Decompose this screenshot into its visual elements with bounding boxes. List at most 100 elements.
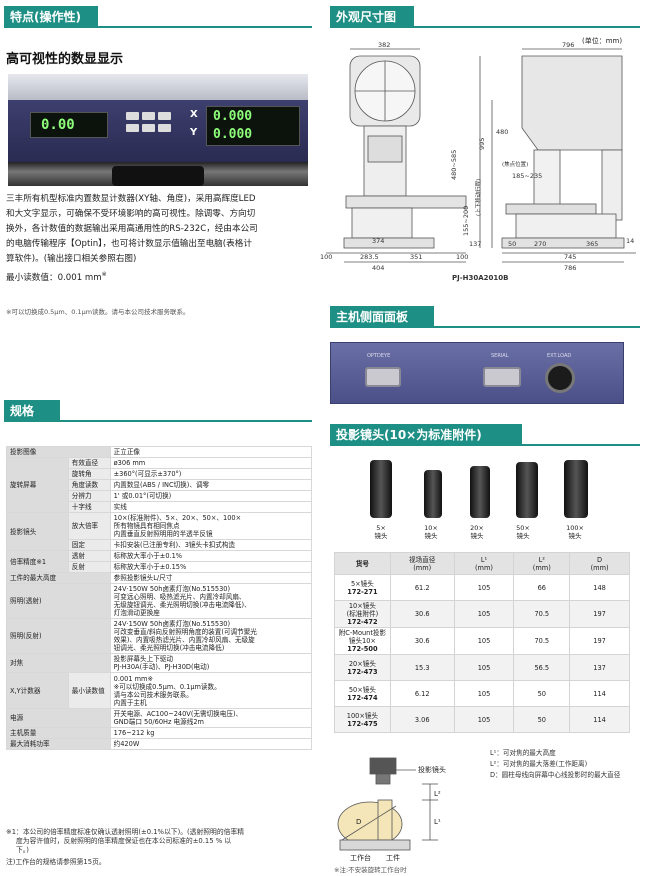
spec-sub-label: 角度读数 bbox=[67, 479, 111, 491]
lens-code: 172-500 bbox=[347, 645, 378, 653]
spec-section-line bbox=[60, 420, 312, 422]
spec-row: 对焦投影屏幕头上下驱动 PJ-H30A(手动)、PJ-H30D(电动) bbox=[6, 653, 313, 673]
lens-code: 172-472 bbox=[347, 618, 378, 626]
dim-270: 270 bbox=[534, 240, 546, 248]
dimensions-model-caption: PJ-H30A2010B bbox=[452, 274, 509, 282]
spec-value: 内置数显(ABS / INC切换)、调零 bbox=[109, 479, 313, 491]
spec-group-label: 旋转屏幕 bbox=[6, 457, 69, 513]
side-panel-section-line bbox=[434, 326, 640, 328]
lens-fov-cell: 6.12 bbox=[389, 680, 455, 707]
lens-l2-cell: 70.5 bbox=[513, 627, 571, 655]
features-section-tab: 特点(操作性) bbox=[4, 6, 98, 28]
lens-d-cell: 114 bbox=[569, 680, 630, 707]
dim-995: 995 bbox=[478, 138, 486, 150]
spec-value: 投影屏幕头上下驱动 PJ-H30A(手动)、PJ-H30D(电动) bbox=[109, 653, 313, 673]
ext-load-port[interactable] bbox=[545, 363, 575, 393]
lens-d-cell: 197 bbox=[569, 600, 630, 628]
lens-l2-cell: 50 bbox=[513, 680, 571, 707]
spec-value: 标称放大率小于±0.1% bbox=[109, 550, 313, 562]
optdeye-port[interactable] bbox=[365, 367, 401, 387]
lens-d-cell: 197 bbox=[569, 627, 630, 655]
spec-value: 24V·150W 50h卤素灯泡(No.515530) 可改变垂直/斜向反射照明… bbox=[109, 618, 313, 654]
spec-group-label: 电源 bbox=[6, 708, 111, 728]
diagram-table-label: 工作台 bbox=[350, 853, 371, 862]
spec-row: 反射标称放大率小于±0.15% bbox=[7, 561, 313, 573]
lens-working-distance-diagram: 投影镜头 L² L¹ D 工作台 工件 bbox=[337, 757, 446, 862]
spec-value: 实线 bbox=[109, 501, 313, 513]
spec-group-label: 投影镜头 bbox=[6, 512, 69, 551]
min-reading-mark: ※ bbox=[101, 271, 107, 278]
counter-button[interactable] bbox=[126, 124, 139, 132]
counter-button[interactable] bbox=[158, 112, 171, 120]
counter-angle-readout: 0.00 bbox=[41, 117, 75, 133]
dim-283-5: 283.5 bbox=[360, 253, 379, 261]
lens-table-header: D (mm) bbox=[569, 552, 630, 575]
counter-y-label: Y bbox=[190, 127, 198, 138]
lens-name: 100×镜头 bbox=[346, 711, 379, 720]
diagram-work-label: 工件 bbox=[386, 853, 400, 862]
dim-404: 404 bbox=[372, 264, 384, 272]
spec-row: 工件的最大高度参照投影镜头L/尺寸 bbox=[6, 572, 313, 584]
lens-code: 172-271 bbox=[347, 587, 378, 596]
spec-group-label: 工件的最大高度 bbox=[6, 572, 111, 584]
lens-name: 10×镜头 (标准附件) bbox=[346, 602, 379, 618]
spec-value: ø306 mm bbox=[109, 457, 313, 469]
side-panel-section-tab: 主机侧面面板 bbox=[330, 306, 434, 328]
spec-group-label: 对焦 bbox=[6, 653, 111, 673]
lens-fov-cell: 3.06 bbox=[389, 706, 455, 733]
spec-value: 10×(标准附件)、5×、20×、50×、100× 所有物镜具有相同焦点 内置垂… bbox=[109, 512, 313, 540]
dimensions-section-tab: 外观尺寸图 bbox=[330, 6, 414, 28]
dim-100-right: 100 bbox=[456, 253, 468, 261]
spec-value: 0.001 mm※ ※可以切换成0.5μm、0.1μm读数。 请与本公司技术服务… bbox=[109, 672, 313, 709]
lens-caption-5x: 5×镜头 bbox=[374, 524, 388, 540]
dimensions-section-line bbox=[414, 26, 640, 28]
lens-l1-cell: 105 bbox=[453, 627, 515, 655]
features-body: 三丰所有机型标准内置数显计数器(XY轴、角度)，采用高辉度LED 和大文字显示，… bbox=[6, 194, 258, 283]
lens-l2-cell: 70.5 bbox=[513, 600, 571, 628]
spec-row: 照明(反射)24V·150W 50h卤素灯泡(No.515530) 可改变垂直/… bbox=[6, 618, 313, 654]
counter-button[interactable] bbox=[142, 112, 155, 120]
features-heading: 高可视性的数显显示 bbox=[6, 52, 124, 67]
serial-port[interactable] bbox=[483, 367, 521, 387]
dim-745: 745 bbox=[564, 253, 576, 261]
counter-button[interactable] bbox=[126, 112, 139, 120]
spec-value: 标称放大率小于±0.15% bbox=[109, 561, 313, 573]
lens-photo-5x bbox=[370, 460, 392, 518]
dim-155-200: 155~200 bbox=[462, 206, 470, 236]
lens-photo-20x bbox=[470, 466, 490, 518]
lens-code: 172-474 bbox=[347, 693, 378, 702]
lens-section-tab: 投影镜头(10×为标准附件) bbox=[330, 424, 522, 446]
lens-l1-cell: 105 bbox=[453, 600, 515, 628]
counter-display-photo: 0.00 0.000 0.000 X Y bbox=[8, 74, 308, 186]
port-label-optdeye: OPTDEYE bbox=[367, 353, 391, 359]
min-reading: 最小读数值：0.001 mm bbox=[6, 272, 102, 283]
spec-sub-label: 最小读数值 bbox=[67, 672, 111, 709]
lens-diagram-note: ※注:不安装旋转工作台时 bbox=[334, 866, 407, 874]
spec-value: 开关电源、AC100~240V(无需切换电压)、 GND端口 50/60Hz 电… bbox=[109, 708, 313, 728]
spec-value: 176~212 kg bbox=[109, 727, 313, 739]
counter-y-readout: 0.000 bbox=[213, 127, 253, 142]
counter-x-readout: 0.000 bbox=[213, 109, 253, 124]
counter-x-label: X bbox=[190, 109, 198, 120]
diagram-lens-label: 投影镜头 bbox=[418, 765, 446, 774]
counter-button[interactable] bbox=[158, 124, 171, 132]
spec-group-label: X,Y计数器 bbox=[6, 672, 69, 709]
spec-row: 角度读数内置数显(ABS / INC切换)、调零 bbox=[7, 479, 313, 491]
lens-photo-50x bbox=[516, 462, 538, 518]
dim-796: 796 bbox=[562, 41, 574, 49]
spec-sub-label: 透射 bbox=[67, 550, 111, 562]
spec-sub-label: 分辨力 bbox=[67, 490, 111, 502]
spec-section-tab: 规格 bbox=[4, 400, 60, 422]
counter-button[interactable] bbox=[142, 124, 155, 132]
lens-l2-cell: 56.5 bbox=[513, 654, 571, 681]
lens-photo-100x bbox=[564, 460, 588, 518]
